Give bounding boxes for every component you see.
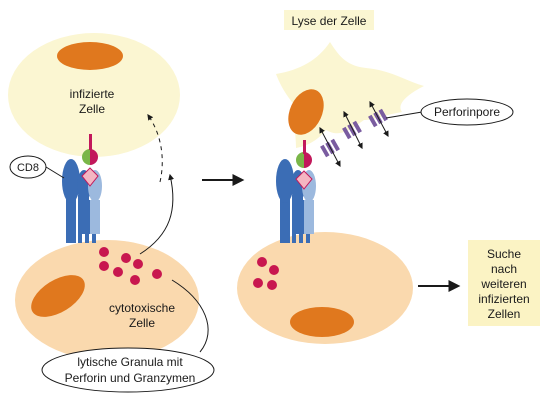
cd8-label: CD8 bbox=[17, 162, 39, 174]
search-label-line5: Zellen bbox=[488, 307, 521, 321]
perforin-pore-label: Perforinpore bbox=[434, 105, 500, 119]
lysed-cell-nucleus bbox=[288, 89, 324, 135]
cd8-coreceptor-after bbox=[276, 159, 294, 243]
remaining-granules bbox=[253, 257, 279, 290]
granule bbox=[269, 265, 279, 275]
granule-release-arrow bbox=[147, 114, 163, 183]
granule bbox=[99, 261, 109, 271]
granule bbox=[130, 275, 140, 285]
search-label-line1: Suche bbox=[487, 247, 521, 261]
granula-callout: lytische Granula mit Perforin und Granzy… bbox=[41, 279, 215, 393]
lysis-label: Lyse der Zelle bbox=[292, 14, 367, 28]
cytotoxic-cell-label-line2: Zelle bbox=[129, 316, 155, 330]
infected-cell bbox=[8, 33, 180, 157]
cytotoxic-cell-label-line1: cytotoxische bbox=[109, 301, 175, 315]
granule bbox=[99, 247, 109, 257]
cd8-callout: CD8 bbox=[9, 155, 65, 179]
granula-label-line2: Perforin und Granzymen bbox=[65, 371, 196, 385]
lysis-label-box bbox=[284, 10, 374, 30]
t-cell-nucleus-after bbox=[290, 307, 354, 337]
granule bbox=[113, 267, 123, 277]
granule-release-arrow bbox=[139, 173, 174, 255]
granule bbox=[152, 269, 162, 279]
cytotoxic-t-cell bbox=[15, 240, 199, 360]
infected-cell-nucleus bbox=[57, 42, 123, 70]
infected-cell-label-line1: infizierte bbox=[70, 87, 115, 101]
infected-cell-label-line2: Zelle bbox=[79, 102, 105, 116]
search-label-line4: infizierten bbox=[478, 292, 529, 306]
granule bbox=[267, 280, 277, 290]
lytic-granules bbox=[99, 247, 162, 285]
granule bbox=[253, 278, 263, 288]
search-next-box bbox=[468, 240, 540, 326]
cytotoxic-t-cell-after bbox=[237, 232, 413, 344]
granule bbox=[257, 257, 267, 267]
t-cell-nucleus bbox=[31, 275, 85, 317]
search-label-line3: weiteren bbox=[480, 277, 526, 291]
granule bbox=[121, 253, 131, 263]
mhc-peptide-complex-after bbox=[295, 140, 313, 190]
mhc-peptide-complex bbox=[81, 134, 99, 187]
pore-flux-arrows bbox=[319, 100, 389, 168]
perforin-pore-callout: Perforinpore bbox=[385, 98, 514, 126]
cd8-coreceptor bbox=[62, 159, 80, 243]
search-label-line2: nach bbox=[491, 262, 517, 276]
granule bbox=[133, 259, 143, 269]
granula-label-line1: lytische Granula mit bbox=[77, 355, 183, 369]
